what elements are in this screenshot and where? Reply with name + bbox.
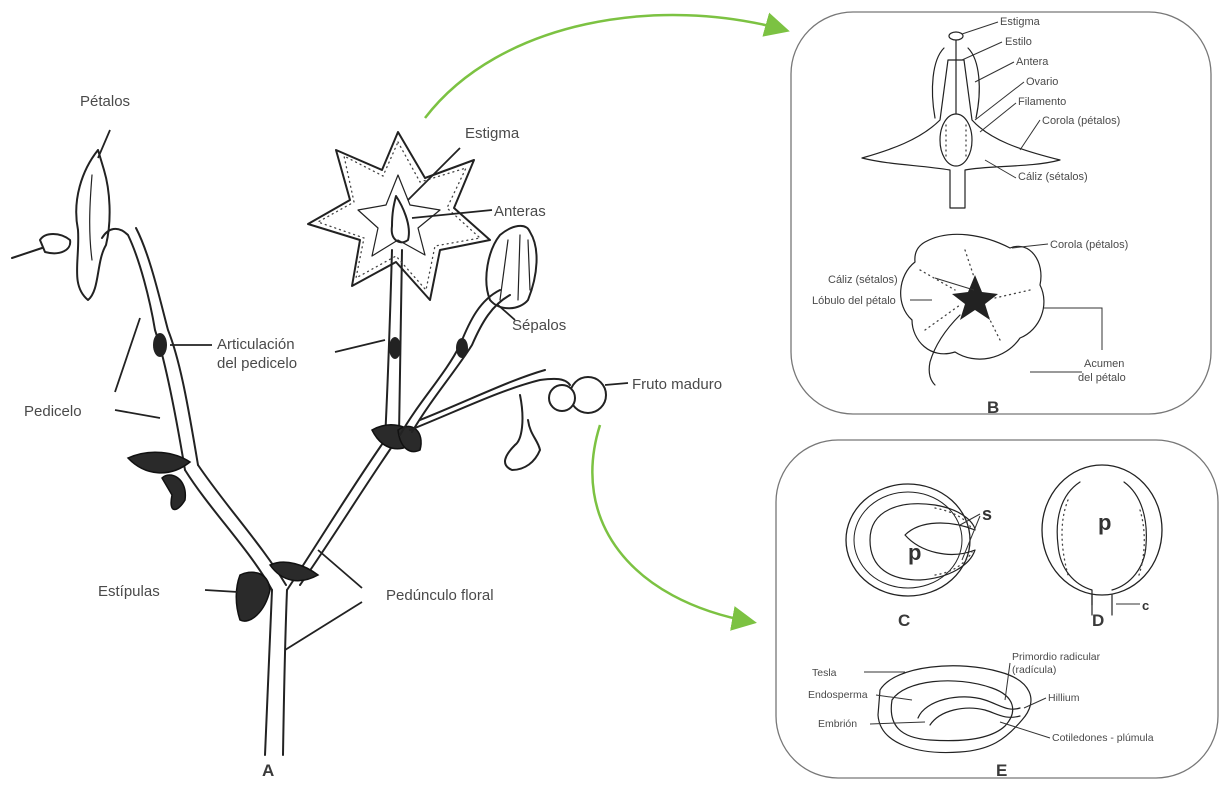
leader-fruto	[605, 383, 628, 385]
mark-p-c: p	[908, 540, 921, 565]
ripe-fruit	[549, 385, 575, 411]
label-estipulas: Estípulas	[98, 583, 160, 600]
drooping-style	[12, 248, 42, 258]
bud-sepal-lines	[500, 235, 530, 300]
ovary	[940, 114, 972, 166]
left-branch	[185, 470, 272, 590]
drooping-petals	[76, 150, 109, 300]
bud-pedicel-joint	[456, 338, 468, 358]
leader-pedicelo-top	[115, 318, 140, 392]
small-flower	[505, 395, 540, 470]
flower-center-star	[358, 175, 440, 256]
left-pedicel-joint	[153, 333, 167, 357]
panel-d-letter: D	[1092, 611, 1104, 630]
label-hillium: Hillium	[1048, 692, 1080, 704]
mark-s: s	[982, 504, 992, 524]
left-pedicel	[102, 229, 185, 470]
anther-cone	[392, 196, 409, 242]
label-pedunculo-floral: Pedúnculo floral	[386, 587, 494, 604]
leaf	[162, 475, 185, 510]
panel-a-letter: A	[262, 761, 274, 780]
central-pedicel-joint	[389, 337, 401, 359]
leader-anteras	[412, 210, 492, 218]
label-b-estigma: Estigma	[1000, 16, 1041, 28]
main-stem	[265, 590, 272, 755]
label-cotiledones: Cotiledones - plúmula	[1052, 732, 1154, 744]
panel-e-letter: E	[996, 761, 1007, 780]
label-anteras: Anteras	[494, 203, 546, 220]
leader-petalos	[98, 130, 110, 158]
stigma-head	[949, 32, 963, 40]
label-b-filamento: Filamento	[1018, 96, 1066, 108]
arrow-to-panel-cde	[592, 425, 752, 622]
label-petalos: Pétalos	[80, 93, 130, 110]
label-articulacion-2: del pedicelo	[217, 355, 297, 372]
label-b-corola-2: Corola (pétalos)	[1050, 239, 1128, 251]
panel-b-letter: B	[987, 398, 999, 417]
label-fruto-maduro: Fruto maduro	[632, 376, 722, 393]
label-b-corola: Corola (pétalos)	[1042, 115, 1120, 127]
label-b-caliz-2: Cáliz (sétalos)	[828, 274, 898, 286]
left-pedicel-outline	[136, 228, 198, 465]
arrow-to-panel-b	[425, 15, 785, 118]
label-primordio-1: Primordio radicular	[1012, 651, 1101, 663]
label-b-caliz: Cáliz (sétalos)	[1018, 171, 1088, 183]
stipule-leaf	[236, 572, 270, 621]
petal-vein	[90, 175, 92, 260]
label-b-acumen-2: del pétalo	[1078, 372, 1126, 384]
label-articulacion-1: Articulación	[217, 336, 295, 353]
panel-b-frame	[791, 12, 1211, 414]
main-stem-outline	[283, 590, 287, 755]
panel-c-letter: C	[898, 611, 910, 630]
leader-articulacion-right	[335, 340, 385, 352]
mark-c: c	[1142, 598, 1149, 613]
panel-cde: p s p c C D E Tesla Endosperma Embrión P…	[776, 440, 1218, 780]
right-branch-outline	[300, 435, 400, 585]
panel-b: Estigma Estilo Antera Ovario Filamento C…	[791, 12, 1211, 417]
label-b-ovario: Ovario	[1026, 76, 1058, 88]
panel-a-plant: Pétalos Estigma Anteras Sépalos Articula…	[12, 93, 722, 780]
label-embrion: Embrión	[818, 718, 857, 730]
corolla-dotted-edge	[318, 142, 480, 290]
label-pedicelo: Pedicelo	[24, 403, 82, 420]
leader-pedunculo-bottom	[285, 602, 362, 650]
open-flower-corolla	[308, 132, 490, 300]
leaf	[128, 452, 190, 473]
leader-pedunculo-top	[318, 550, 362, 588]
label-b-antera: Antera	[1016, 56, 1049, 68]
drooping-anthers	[40, 234, 70, 253]
leader-pedicelo	[115, 410, 160, 418]
mark-p-d: p	[1098, 510, 1111, 535]
label-estigma-a: Estigma	[465, 125, 520, 142]
stipule-leaf	[270, 562, 318, 581]
leader-estipulas	[205, 590, 238, 592]
label-primordio-2: (radícula)	[1012, 664, 1056, 676]
label-tesla: Tesla	[812, 667, 837, 679]
label-b-lobulo: Lóbulo del pétalo	[812, 295, 896, 307]
label-b-estilo: Estilo	[1005, 36, 1032, 48]
label-b-acumen-1: Acumen	[1084, 358, 1124, 370]
bud-branch-outline	[412, 295, 510, 432]
label-sepalos: Sépalos	[512, 317, 566, 334]
label-endosperma: Endosperma	[808, 689, 868, 701]
